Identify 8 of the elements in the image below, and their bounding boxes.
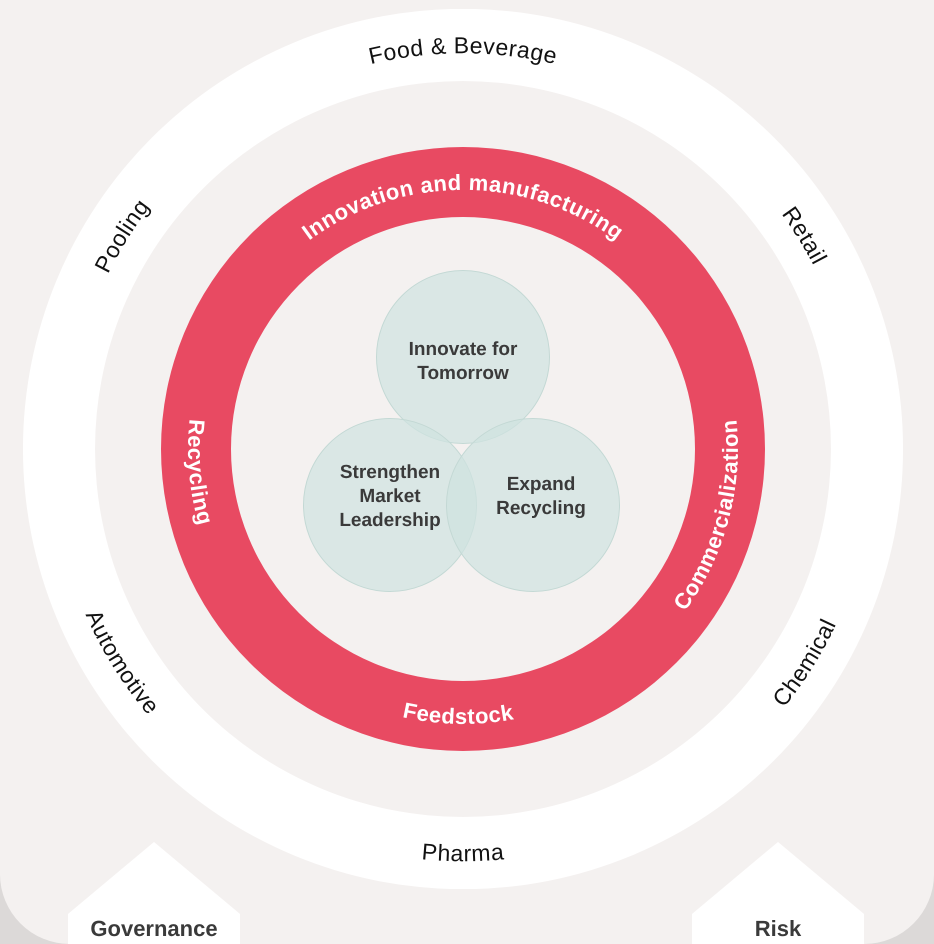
- tab-label: Risk: [754, 916, 802, 942]
- tab-label: Governance: [89, 916, 219, 942]
- circle-label: Innovate for Tomorrow: [408, 338, 518, 386]
- circle-label: Expand Recycling: [495, 473, 587, 521]
- ring-label: Feedstock: [400, 698, 516, 729]
- circle-label: Strengthen Market Leadership: [338, 461, 442, 533]
- ring-label: Pharma: [420, 838, 506, 866]
- ring-label: Food & Beverage: [366, 32, 560, 70]
